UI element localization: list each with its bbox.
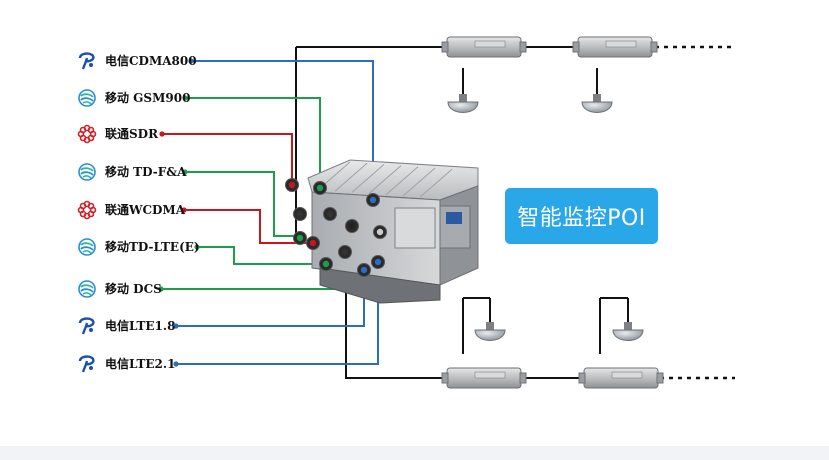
signal-endpoint-dot-2 <box>159 131 165 137</box>
china-telecom-icon <box>78 52 95 70</box>
antenna-bottom-1 <box>474 322 506 341</box>
poi-label-badge: 智能监控POI <box>505 188 658 244</box>
china-unicom-icon <box>77 124 97 144</box>
source-label-8: 电信LTE2.1 <box>105 357 176 371</box>
china-unicom-icon <box>77 200 97 220</box>
source-label-3: 移动 TD-F&A <box>105 165 187 179</box>
antenna-bottom-2 <box>612 322 644 341</box>
coupler-top-1 <box>441 36 527 58</box>
source-label-5: 移动TD-LTE(E) <box>105 240 200 254</box>
signal-wire-5 <box>197 246 326 265</box>
china-mobile-icon <box>78 89 96 107</box>
coupler-bottom-2 <box>578 367 664 389</box>
signal-endpoint-dot-6 <box>158 286 164 292</box>
coupler-bottom-1 <box>441 367 527 389</box>
diagram-canvas <box>77 36 735 389</box>
source-label-7: 电信LTE1.8 <box>105 319 176 333</box>
signal-wire-1 <box>185 97 321 186</box>
china-mobile-icon <box>78 238 96 256</box>
signal-wire-3 <box>185 171 300 237</box>
china-mobile-icon <box>78 280 96 298</box>
signal-endpoint-dot-4 <box>181 207 187 213</box>
antenna-top-1 <box>447 94 479 113</box>
signal-endpoint-dot-7 <box>173 323 179 329</box>
china-mobile-icon <box>78 163 96 181</box>
poi-equipment-box <box>307 159 479 304</box>
signal-endpoint-dot-3 <box>182 169 188 175</box>
signal-wire-0 <box>191 60 374 200</box>
source-label-2: 联通SDR <box>105 127 159 141</box>
signal-wire-2 <box>162 133 293 185</box>
signal-wire-4 <box>184 209 313 244</box>
source-label-6: 移动 DCS <box>105 282 162 296</box>
source-label-4: 联通WCDMA <box>105 203 186 217</box>
bottom-bar <box>0 446 829 460</box>
source-label-1: 移动 GSM900 <box>105 91 191 105</box>
china-telecom-icon <box>78 355 95 373</box>
poi-front-panel <box>394 207 436 249</box>
china-telecom-icon <box>78 317 95 335</box>
signal-endpoint-dot-0 <box>188 58 194 64</box>
antenna-top-2 <box>581 94 613 113</box>
signal-endpoint-dot-8 <box>173 361 179 367</box>
signal-endpoint-dot-5 <box>194 244 200 250</box>
poi-status-display <box>446 212 462 224</box>
signal-endpoint-dot-1 <box>182 95 188 101</box>
source-label-0: 电信CDMA800 <box>105 54 197 68</box>
coupler-top-2 <box>572 36 658 58</box>
